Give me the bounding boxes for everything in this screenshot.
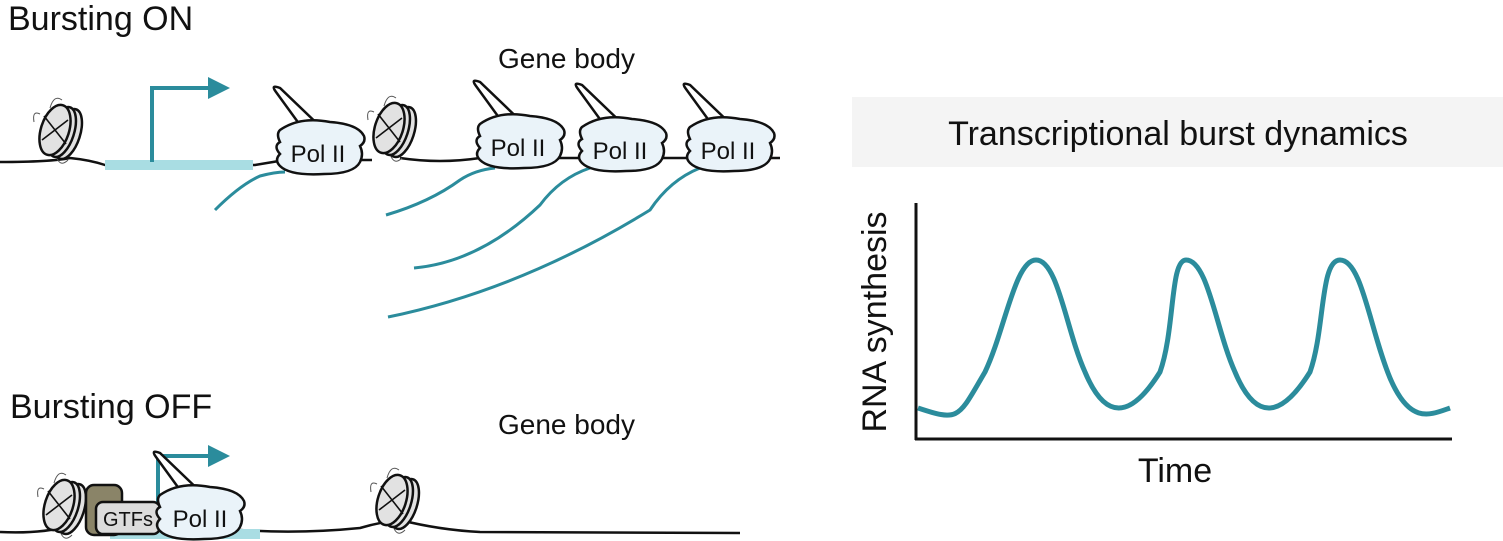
- pol-ii-label: Pol II: [701, 138, 756, 165]
- nascent-rna-strand: [413, 166, 591, 270]
- x-axis-label: Time: [1138, 452, 1212, 490]
- nascent-rna-strand: [213, 170, 286, 212]
- pol-ii-label: Pol II: [491, 135, 546, 162]
- gtfs-label: GTFs: [103, 509, 153, 531]
- nucleosome-icon: [366, 94, 423, 163]
- nascent-rna-strand: [387, 166, 701, 319]
- pol-ii-complex: Pol II: [152, 450, 246, 541]
- pol-ii-label: Pol II: [173, 506, 228, 533]
- nucleosome-icon: [36, 471, 93, 540]
- rna-synthesis-curve: [917, 257, 1451, 418]
- y-axis-label: RNA synthesis: [856, 211, 894, 432]
- nucleosome-icon: [32, 96, 89, 165]
- bursting-on-panel: Bursting ON Gene body Pol II Pol II Pol …: [0, 0, 780, 319]
- transcription-start-arrow-on: [150, 77, 230, 162]
- bursting-off-title: Bursting OFF: [10, 388, 212, 426]
- chart-title: Transcriptional burst dynamics: [948, 115, 1408, 153]
- nascent-rna-strand: [385, 166, 496, 217]
- bursting-on-title: Bursting ON: [8, 0, 193, 38]
- pol-ii-complex: Pol II: [682, 82, 776, 173]
- pol-ii-complex: Pol II: [272, 85, 366, 176]
- promoter-region-on: [105, 160, 253, 170]
- pol-ii-label: Pol II: [593, 138, 648, 165]
- chart-header-box: [852, 97, 1503, 167]
- pol-ii-complex: Pol II: [472, 79, 566, 170]
- gene-body-label-off: Gene body: [498, 409, 635, 440]
- dna-strand-on-left: [0, 156, 286, 167]
- pol-ii-label: Pol II: [291, 141, 346, 168]
- pol-ii-complex: Pol II: [574, 82, 668, 173]
- gtfs-complex: GTFs: [84, 483, 162, 537]
- gene-body-label-on: Gene body: [498, 43, 635, 74]
- burst-dynamics-chart: Transcriptional burst dynamics RNA synth…: [852, 97, 1503, 490]
- bursting-off-panel: Bursting OFF Gene body GTFs Pol II: [0, 388, 741, 541]
